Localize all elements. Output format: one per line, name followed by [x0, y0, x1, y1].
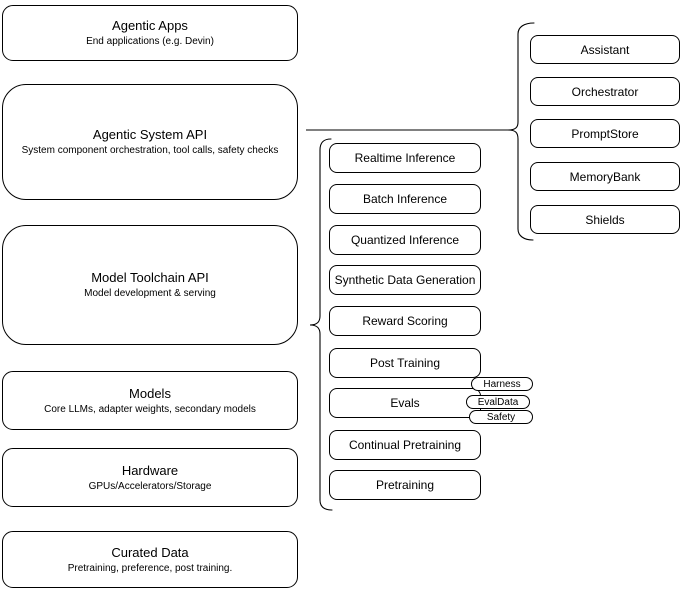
box-subtitle: System component orchestration, tool cal… [21, 145, 279, 156]
box-curated-data: Curated Data Pretraining, preference, po… [2, 531, 298, 588]
box-title: Agentic System API [92, 127, 208, 142]
box-title: Model Toolchain API [91, 270, 209, 285]
brace-system-components [507, 22, 535, 241]
node-assistant: Assistant [530, 35, 680, 64]
box-title: Hardware [121, 462, 179, 478]
box-agentic-system-api: Agentic System API System component orch… [2, 84, 298, 200]
box-models: Models Core LLMs, adapter weights, secon… [2, 371, 298, 430]
node-shields: Shields [530, 205, 680, 234]
box-subtitle: Core LLMs, adapter weights, secondary mo… [44, 403, 256, 415]
node-memorybank: MemoryBank [530, 162, 680, 191]
node-continual-pretraining: Continual Pretraining [329, 430, 481, 460]
box-model-toolchain-api: Model Toolchain API Model development & … [2, 225, 298, 345]
node-batch-inference: Batch Inference [329, 184, 481, 214]
box-title: Agentic Apps [112, 18, 188, 33]
node-promptstore: PromptStore [530, 119, 680, 148]
box-subtitle: GPUs/Accelerators/Storage [88, 480, 212, 492]
node-evals: Evals [329, 388, 481, 418]
box-agentic-apps: Agentic Apps End applications (e.g. Devi… [2, 5, 298, 61]
pill-evaldata: EvalData [466, 395, 530, 409]
node-post-training: Post Training [329, 348, 481, 378]
node-orchestrator: Orchestrator [530, 77, 680, 106]
box-title: Models [129, 385, 171, 401]
pill-safety: Safety [469, 410, 533, 424]
box-subtitle: Model development & serving [84, 288, 216, 299]
brace-toolchain-services [309, 138, 333, 511]
pill-harness: Harness [471, 377, 533, 391]
box-subtitle: Pretraining, preference, post training. [67, 562, 233, 574]
node-pretraining: Pretraining [329, 470, 481, 500]
node-synthetic-data-generation: Synthetic Data Generation [329, 265, 481, 295]
box-title: Curated Data [111, 544, 189, 560]
node-reward-scoring: Reward Scoring [329, 306, 481, 336]
box-subtitle: End applications (e.g. Devin) [86, 36, 214, 47]
box-hardware: Hardware GPUs/Accelerators/Storage [2, 448, 298, 507]
node-realtime-inference: Realtime Inference [329, 143, 481, 173]
node-quantized-inference: Quantized Inference [329, 225, 481, 255]
